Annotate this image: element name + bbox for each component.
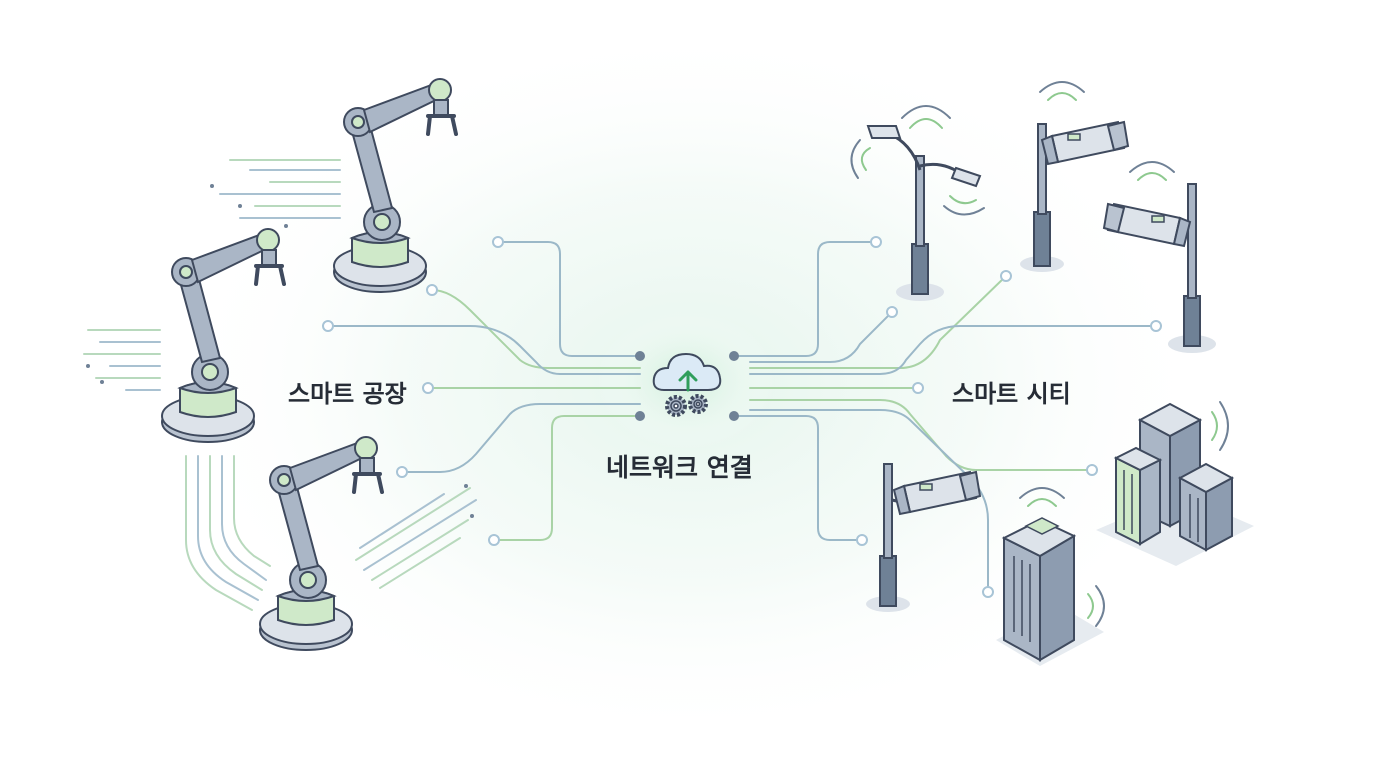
- endpoint-node: [396, 466, 408, 478]
- endpoint-node: [856, 534, 868, 546]
- smart-city-label: 스마트 시티: [952, 380, 1071, 408]
- endpoint-node: [1150, 320, 1162, 332]
- building-cluster-icon: [1096, 402, 1254, 566]
- connection-line: [327, 325, 641, 375]
- endpoint-node: [886, 306, 898, 318]
- street-lamp-icon: [866, 125, 982, 301]
- connection-line: [733, 241, 877, 357]
- connection-line: [493, 415, 641, 541]
- endpoint-node: [1000, 270, 1012, 282]
- endpoint-node: [322, 320, 334, 332]
- connection-line: [749, 325, 1157, 375]
- building-icon: [996, 517, 1104, 666]
- connection-nodes: [322, 236, 1162, 598]
- connection-line: [401, 403, 641, 473]
- endpoint-node: [1086, 464, 1098, 476]
- factory-data-streams: [83, 159, 477, 611]
- connection-lines: [327, 241, 1157, 593]
- smart-factory-label: 스마트 공장: [288, 380, 407, 408]
- cloud-upload-icon: [652, 352, 722, 392]
- gears-icon: [665, 394, 708, 417]
- wifi-signal-icon: [850, 105, 985, 216]
- cctv-camera-pole-icon: [1020, 123, 1065, 272]
- endpoint-node: [422, 382, 434, 394]
- endpoint-node: [912, 382, 924, 394]
- network-connection-label: 네트워크 연결: [606, 453, 753, 482]
- endpoint-node: [488, 534, 500, 546]
- hub-node: [635, 351, 645, 361]
- connection-line: [749, 409, 989, 593]
- connection-line: [749, 311, 893, 363]
- endpoint-node: [982, 586, 994, 598]
- wifi-signal-icon: [1019, 487, 1105, 627]
- endpoint-node: [870, 236, 882, 248]
- hub-node: [729, 351, 739, 361]
- connection-line: [733, 415, 863, 541]
- endpoint-node: [492, 236, 504, 248]
- wifi-signal-icon: [1129, 161, 1175, 181]
- connection-line: [749, 399, 1093, 471]
- hub-node: [635, 411, 645, 421]
- endpoint-node: [426, 284, 438, 296]
- connection-line: [497, 241, 641, 357]
- wifi-signal-icon: [1039, 81, 1085, 101]
- wifi-signal-icon: [1211, 401, 1229, 451]
- hub-node: [729, 411, 739, 421]
